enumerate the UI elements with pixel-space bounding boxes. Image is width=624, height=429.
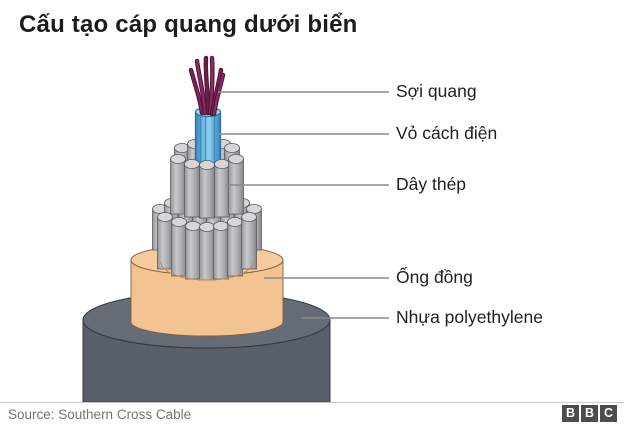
label-copper-tube: Ống đồng xyxy=(396,267,473,287)
optical-fiber-strands xyxy=(188,55,226,117)
label-polyethylene: Nhựa polyethylene xyxy=(396,307,543,327)
label-optical-fiber: Sợi quang xyxy=(396,81,477,101)
label-insulation: Vỏ cách điện xyxy=(396,123,498,143)
bbc-logo-block: B xyxy=(562,405,579,422)
bbc-logo: B B C xyxy=(562,405,617,422)
copper-hole-rim xyxy=(160,261,254,281)
bbc-logo-block: C xyxy=(600,405,617,422)
page-title: Cấu tạo cáp quang dưới biển xyxy=(19,11,358,38)
steel-wires-upper-front xyxy=(170,153,244,219)
leader-lines xyxy=(214,91,389,319)
label-steel-wire: Dây thép xyxy=(396,174,467,194)
cable-cross-section-diagram xyxy=(82,55,389,402)
footer-divider xyxy=(0,402,624,403)
bbc-logo-block: B xyxy=(581,405,598,422)
steel-wires-lower-front xyxy=(157,211,257,281)
insulation-tube xyxy=(194,106,222,167)
footer-bar: Source: Southern Cross Cable B B C xyxy=(0,403,624,429)
source-attribution: Source: Southern Cross Cable xyxy=(8,407,192,422)
